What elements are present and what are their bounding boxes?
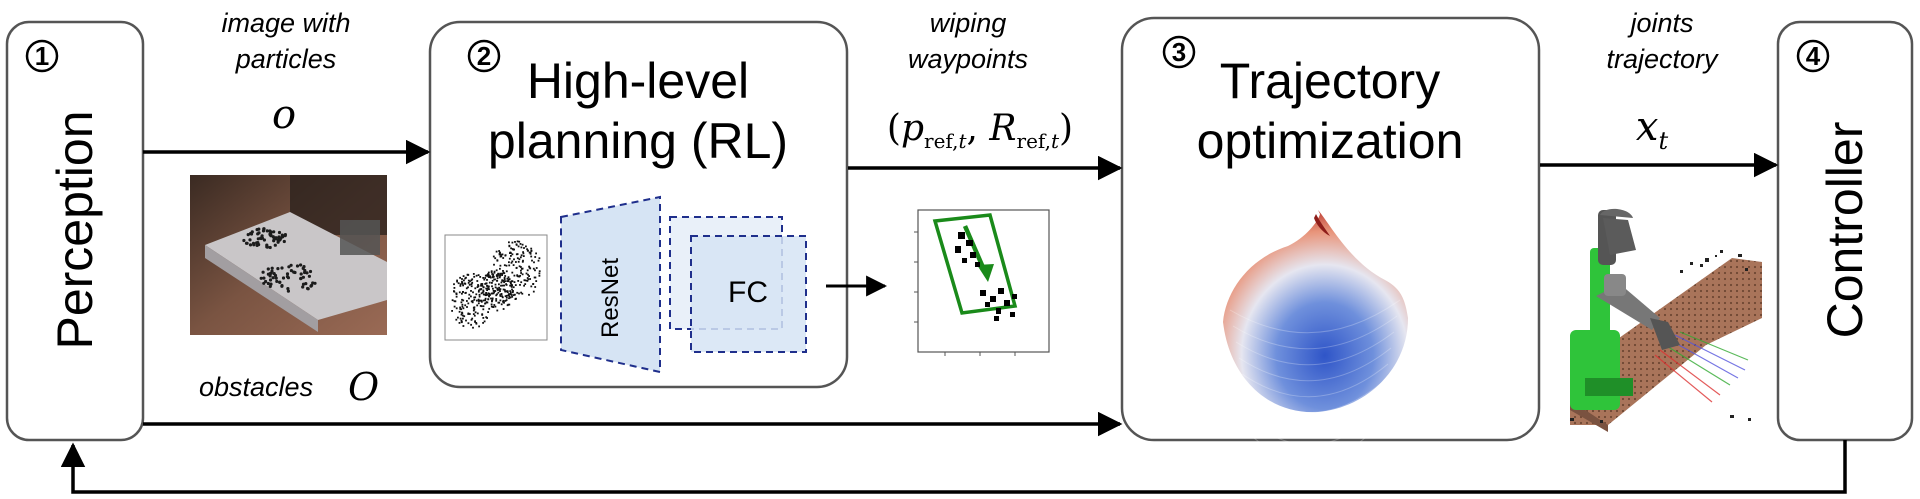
trajectory-label-line1: Trajectory: [1220, 53, 1440, 109]
wipe-region-box: [932, 213, 1018, 315]
step-number-3: 3: [1172, 37, 1186, 67]
image-edge-label-line1: image with: [221, 8, 350, 38]
particle-input-image: [444, 234, 548, 341]
joints-edge-symbol: xt: [1636, 104, 1669, 155]
resnet-module: ResNet: [560, 195, 661, 374]
cost-surface-plot: [1223, 210, 1408, 478]
camera-image-thumbnail: [190, 175, 387, 335]
planning-label-line2: planning (RL): [488, 113, 788, 169]
edge-image: image with particles o: [143, 8, 431, 335]
obstacles-edge-label: obstacles: [199, 372, 313, 402]
step-badge-4: [1796, 39, 1830, 73]
perception-block[interactable]: 1 Perception: [5, 20, 145, 442]
image-edge-symbol: o: [272, 92, 296, 138]
edge-waypoints: wiping waypoints (pref,t, Rref,t): [848, 8, 1123, 356]
trajectory-block[interactable]: 3 Trajectory optimization: [1120, 16, 1541, 478]
edge-joints: joints trajectory xt: [1540, 8, 1779, 432]
planning-block[interactable]: 2 High-level planning (RL) ResNet FC: [428, 20, 888, 389]
joints-edge-label-line2: trajectory: [1606, 44, 1719, 74]
waypoints-edge-symbol: (pref,t, Rref,t): [887, 108, 1073, 153]
step-badge-2: [467, 39, 501, 73]
controller-block[interactable]: 4 Controller: [1776, 20, 1914, 442]
waypoints-edge-label-line2: waypoints: [908, 44, 1028, 74]
edge-obstacles: obstacles O: [143, 365, 1123, 437]
resnet-label: ResNet: [597, 258, 624, 338]
waypoint-plot: [914, 209, 1050, 356]
step-badge-1: [25, 39, 59, 73]
robot-render: [1570, 208, 1762, 432]
fc-label: FC: [728, 276, 768, 309]
perception-label: Perception: [47, 110, 103, 349]
waypoints-edge-label-line1: wiping: [930, 8, 1007, 38]
trajectory-label-line2: optimization: [1197, 113, 1464, 169]
feedback-loop-arrow: [60, 440, 1847, 494]
obstacles-edge-symbol: O: [348, 365, 379, 409]
step-badge-3: [1162, 35, 1196, 69]
step-number-4: 4: [1806, 41, 1821, 71]
planning-label-line1: High-level: [527, 53, 749, 109]
wipe-direction-arrowhead: [977, 264, 994, 282]
image-edge-label-line2: particles: [235, 44, 337, 74]
wipe-direction-line: [962, 225, 988, 273]
joints-edge-label-line1: joints: [1626, 8, 1693, 38]
step-number-1: 1: [35, 41, 49, 71]
fc-module: FC: [669, 216, 807, 353]
step-number-2: 2: [477, 41, 491, 71]
controller-label: Controller: [1817, 122, 1873, 339]
